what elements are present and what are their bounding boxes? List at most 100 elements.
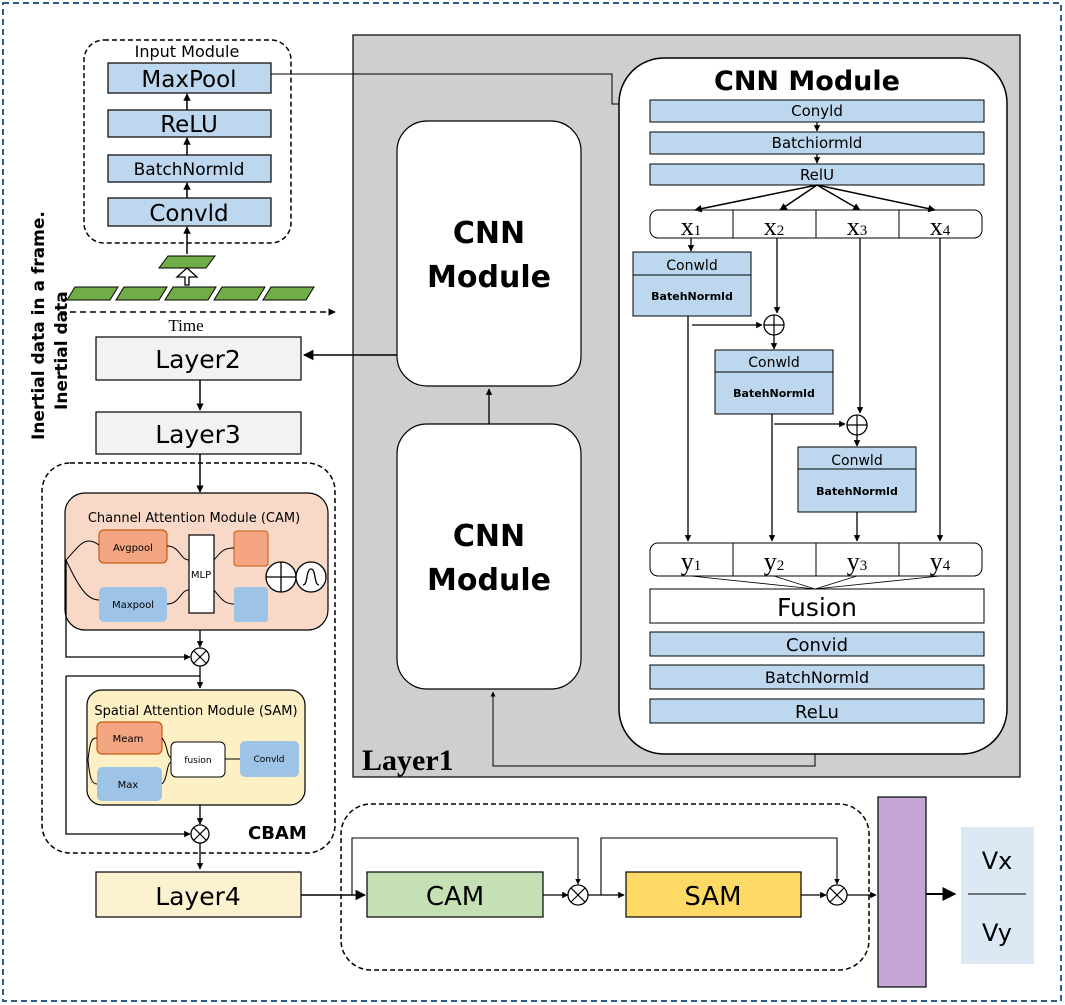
max-label: Max: [118, 780, 139, 791]
layer3-label: Layer3: [155, 420, 241, 449]
x3-label: x3: [847, 212, 868, 241]
meam-label: Meam: [113, 734, 144, 745]
input-patch-5: [262, 286, 315, 301]
maxpool-cam-block: [99, 587, 167, 622]
mlp-label: MLP: [191, 570, 211, 581]
bottom-cbam-border: [340, 803, 870, 971]
conv-sub-2-label: Conwld: [748, 355, 799, 371]
cnn-module-block-2: [396, 423, 582, 690]
input-module: Input Module MaxPool ReLU BatchNormld Co…: [83, 39, 292, 254]
cam-curve-2: [65, 559, 100, 601]
input-patch-1: [66, 286, 119, 301]
x4-label: x4: [930, 212, 951, 241]
sam-bottom-block: [625, 871, 802, 918]
convid-label: Convid: [786, 635, 848, 656]
sam-convld-block: [240, 741, 299, 777]
side-label-frame: Inertial data in a frame.: [29, 211, 49, 440]
cam-bottom-block: [366, 871, 544, 918]
convid-block: [649, 631, 985, 657]
inertial-data-frames: Time: [60, 255, 336, 335]
sam-curve-4: [161, 761, 172, 785]
cam-curve-3: [166, 545, 190, 561]
side-label-inertial: Inertial data: [52, 291, 72, 410]
output-block: [961, 827, 1034, 964]
input-patch-3: [164, 286, 217, 301]
cam-curve-5: [213, 547, 235, 561]
maxpool-label: MaxPool: [141, 67, 236, 93]
cbam-label: CBAM: [248, 823, 307, 844]
cam-out-orange: [233, 530, 269, 567]
cnn-module-detail: CNN Module Conyld Batchiormld RelU x1 x2…: [618, 57, 1008, 755]
vy-label: Vy: [982, 919, 1012, 947]
layer2-block: [95, 336, 302, 381]
bn-sub-2-label: BatehNormld: [733, 387, 815, 400]
y4-label: y4: [930, 547, 951, 576]
cbam-module: CBAM Channel Attention Module (CAM) Avgp…: [41, 462, 336, 870]
fusion-label: Fusion: [777, 593, 857, 622]
relu-label: ReLU: [160, 112, 218, 138]
layer3-block: [95, 411, 302, 455]
batchnormld-detail-label: BatchNormld: [765, 668, 869, 687]
sam-curve-1: [87, 737, 98, 761]
batchiormld-label: Batchiormld: [772, 134, 863, 152]
input-patch-top: [158, 255, 216, 269]
bn-sub-1-label: BatehNormld: [651, 290, 733, 303]
sam-title: Spatial Attention Module (SAM): [94, 704, 297, 719]
conyld-label: Conyld: [791, 102, 843, 120]
conv-sub-1: [632, 251, 752, 317]
convld-label: Convld: [149, 201, 228, 227]
relu-block: [107, 109, 272, 138]
cam-sigmoid-icon: [295, 561, 327, 593]
maxpool-block: [107, 62, 272, 94]
cbam-border: [41, 462, 336, 854]
vx-label: Vx: [982, 847, 1013, 875]
y1-label: y1: [681, 547, 702, 576]
cnn-detail-title: CNN Module: [714, 66, 900, 97]
cnn-module-1-line1: CNN: [453, 216, 525, 251]
cnn-module-block-1: [396, 120, 582, 387]
cnn-module-1-line2: Module: [427, 260, 551, 295]
sam-fusion-label: fusion: [184, 756, 211, 766]
mlp-block: [188, 534, 215, 614]
relu-bottom-label: ReLu: [795, 702, 839, 723]
layer4-label: Layer4: [155, 882, 241, 911]
batchnorm-label: BatchNormld: [134, 160, 245, 180]
sam-curve-2: [87, 759, 98, 785]
maxpool-cam-label: Maxpool: [112, 600, 154, 611]
cnn-module-2-line1: CNN: [453, 519, 525, 554]
conv-sub-3: [797, 446, 917, 513]
cam-curve-1: [65, 540, 100, 561]
input-patch-2: [115, 286, 168, 301]
x2-label: x2: [764, 212, 785, 241]
input-module-title: Input Module: [135, 42, 240, 61]
sam-curve-3: [161, 737, 172, 759]
conv-sub-3-label: Conwld: [831, 453, 882, 469]
relu-bottom-block: [649, 698, 985, 724]
cam-curve-4: [166, 589, 190, 605]
cnn-module-2-line2: Module: [427, 563, 551, 598]
conv-sub-2: [714, 349, 834, 415]
layer1-label: Layer1: [362, 744, 454, 777]
avgpool-label: Avgpool: [113, 543, 153, 554]
y2-label: y2: [764, 547, 785, 576]
cam-bottom-label: CAM: [426, 882, 484, 912]
cam-title: Channel Attention Module (CAM): [88, 511, 300, 526]
input-patch-4: [213, 286, 266, 301]
max-block: [97, 767, 162, 801]
y3-label: y3: [847, 547, 868, 576]
up-hollow-arrow: [175, 267, 199, 286]
cam-curve-6: [213, 589, 235, 605]
x1-label: x1: [681, 212, 702, 241]
layer2-label: Layer2: [155, 345, 241, 374]
time-label: Time: [168, 316, 203, 335]
fc-layer-block: [877, 796, 927, 988]
batchnorm-block: [107, 154, 272, 183]
bn-sub-3-label: BatehNormld: [816, 485, 898, 498]
relu-detail-label: RelU: [800, 166, 834, 184]
sam-convld-label: Convld: [253, 755, 284, 765]
cam-out-blue: [234, 587, 268, 622]
conv-sub-1-label: Conwld: [666, 258, 717, 274]
convld-block: [107, 197, 272, 227]
